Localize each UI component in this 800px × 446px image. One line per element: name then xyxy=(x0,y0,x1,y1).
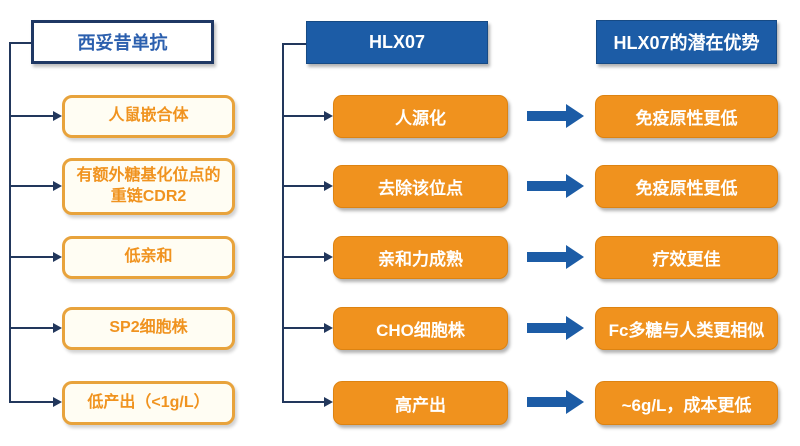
node-cetuximab-glycosylation-cdr2: 有额外糖基化位点的重链CDR2 xyxy=(62,158,235,215)
flow-arrowhead-icon xyxy=(566,316,584,340)
flow-arrowhead-icon xyxy=(566,245,584,269)
node-advantage-better-efficacy: 疗效更佳 xyxy=(595,236,778,279)
connector-branch-line xyxy=(282,256,324,258)
node-cetuximab-chimeric: 人鼠嵌合体 xyxy=(62,95,235,138)
flow-arrow-icon xyxy=(527,252,566,262)
branch-arrowhead-icon xyxy=(324,397,333,407)
branch-arrowhead-icon xyxy=(53,323,62,333)
connector-branch-line xyxy=(282,401,324,403)
node-cetuximab-low-yield: 低产出（<1g/L） xyxy=(62,381,235,425)
branch-arrowhead-icon xyxy=(324,252,333,262)
connector-branch-line xyxy=(9,256,53,258)
node-advantage-lower-cost: ~6g/L，成本更低 xyxy=(595,381,778,425)
flow-arrow-icon xyxy=(527,323,566,333)
branch-arrowhead-icon xyxy=(324,111,333,121)
node-advantage-lower-immunogenicity-1: 免疫原性更低 xyxy=(595,95,778,138)
flow-arrow-icon xyxy=(527,181,566,191)
flow-arrowhead-icon xyxy=(566,104,584,128)
flow-arrowhead-icon xyxy=(566,390,584,414)
node-cetuximab-low-affinity: 低亲和 xyxy=(62,236,235,279)
node-hlx07-affinity-matured: 亲和力成熟 xyxy=(333,236,508,279)
branch-arrowhead-icon xyxy=(53,397,62,407)
header-cetuximab: 西妥昔单抗 xyxy=(31,20,214,64)
connector-header-stub-hlx07 xyxy=(282,43,306,45)
branch-arrowhead-icon xyxy=(53,111,62,121)
flow-arrow-icon xyxy=(527,397,566,407)
flow-arrowhead-icon xyxy=(566,174,584,198)
connector-branch-line xyxy=(9,185,53,187)
connector-branch-line xyxy=(282,327,324,329)
header-hlx07-advantages: HLX07的潜在优势 xyxy=(596,20,777,64)
branch-arrowhead-icon xyxy=(324,181,333,191)
node-advantage-fc-glycan-human-like: Fc多糖与人类更相似 xyxy=(595,307,778,350)
connector-branch-line xyxy=(9,401,53,403)
connector-vline-cetuximab xyxy=(9,42,11,403)
node-hlx07-high-yield: 高产出 xyxy=(333,381,508,425)
connector-vline-hlx07 xyxy=(282,43,284,403)
node-cetuximab-sp2-cell-line: SP2细胞株 xyxy=(62,307,235,350)
header-hlx07: HLX07 xyxy=(306,21,488,64)
connector-header-stub-cetuximab xyxy=(9,42,31,44)
connector-branch-line xyxy=(282,185,324,187)
node-hlx07-cho-cell-line: CHO细胞株 xyxy=(333,307,508,350)
connector-branch-line xyxy=(9,115,53,117)
branch-arrowhead-icon xyxy=(53,181,62,191)
node-advantage-lower-immunogenicity-2: 免疫原性更低 xyxy=(595,165,778,208)
node-hlx07-humanized: 人源化 xyxy=(333,95,508,138)
node-hlx07-site-removed: 去除该位点 xyxy=(333,165,508,208)
connector-branch-line xyxy=(9,327,53,329)
connector-branch-line xyxy=(282,115,324,117)
branch-arrowhead-icon xyxy=(324,323,333,333)
flow-arrow-icon xyxy=(527,111,566,121)
branch-arrowhead-icon xyxy=(53,252,62,262)
